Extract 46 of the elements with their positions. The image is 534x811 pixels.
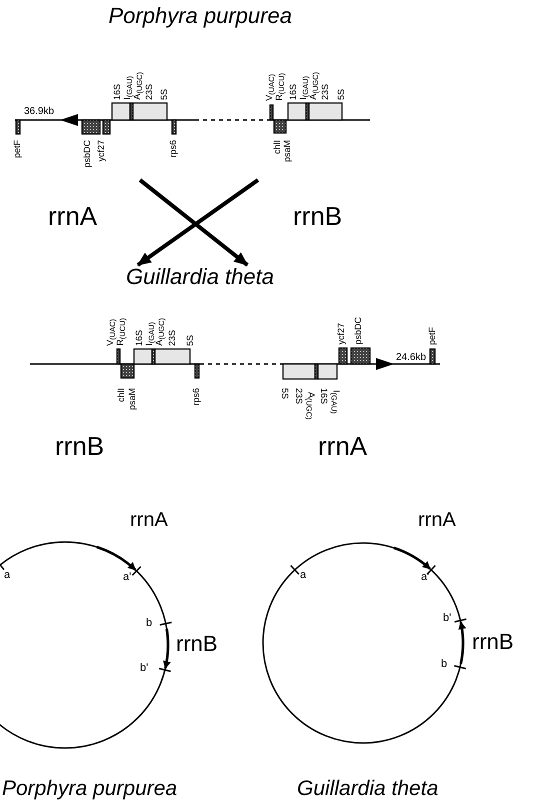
species-title: Guillardia theta (126, 266, 274, 288)
gene-label: petF (428, 327, 437, 346)
gene-label: psbDC (354, 317, 363, 345)
gene-label: 23S (321, 84, 330, 100)
site-label: a' (421, 572, 430, 583)
site-label: a (300, 570, 306, 581)
species-title: Guillardia theta (297, 778, 438, 799)
site-label: b' (140, 663, 148, 674)
gene-label: 5S (337, 89, 346, 100)
locus-label: rrnB (293, 203, 342, 229)
site-label: b (441, 659, 448, 670)
gene-label: chlI (273, 140, 282, 154)
gene-label: 5S (160, 89, 169, 100)
locus-label: rrnA (48, 203, 98, 229)
gene-label: 23S (294, 388, 303, 404)
species-title: Porphyra purpurea (108, 5, 292, 27)
gene-label: psaM (283, 140, 292, 162)
gene-label: chlI (117, 388, 126, 402)
site-label: b' (443, 613, 452, 624)
locus-label: rrnA (130, 510, 168, 530)
gene-label: 5S (280, 388, 289, 400)
gene-label: 16S (135, 330, 144, 346)
gene-label: ycf27 (97, 140, 106, 162)
gene-label: ycf27 (337, 323, 346, 345)
gene-label: 5S (186, 335, 195, 346)
gene-label: 16S (113, 84, 122, 100)
locus-label: rrnB (55, 433, 104, 459)
gene-label: 16S (289, 84, 298, 100)
locus-label: rrnB (176, 633, 218, 655)
species-title: Porphyra purpurea (2, 778, 178, 799)
site-label: a (4, 570, 10, 581)
scale-label: 24.6kb (396, 353, 426, 363)
gene-label: 23S (168, 330, 177, 346)
site-label: a' (123, 572, 132, 583)
locus-label: rrnB (472, 631, 514, 653)
locus-label: rrnA (318, 433, 368, 459)
scale-label: 36.9kb (24, 107, 54, 117)
gene-label: psaM (128, 388, 137, 410)
gene-label: petF (13, 140, 22, 158)
locus-label: rrnA (418, 510, 456, 530)
gene-label: psbDC (83, 140, 92, 168)
gene-label: 16S (319, 388, 328, 404)
site-label: b (146, 618, 152, 629)
gene-label: rps6 (169, 140, 178, 158)
gene-label: rps6 (192, 388, 201, 406)
gene-label: 23S (145, 84, 154, 100)
